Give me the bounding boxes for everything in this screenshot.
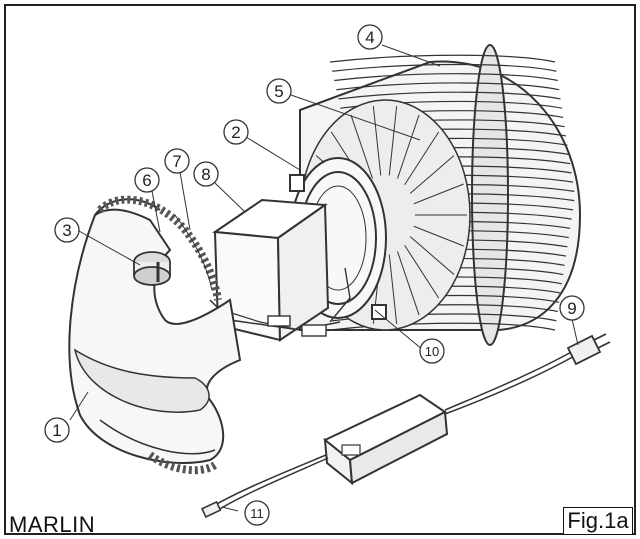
plug: [566, 333, 611, 366]
frame-border: [4, 4, 636, 535]
leader-lines: [69, 44, 579, 512]
callout-7: 7: [164, 148, 190, 174]
callout-2: 2: [223, 119, 249, 145]
heatsink-fin: [413, 183, 464, 205]
svg-text:6: 6: [142, 171, 151, 190]
svg-text:1: 1: [52, 421, 61, 440]
charger-adapter: [323, 393, 449, 486]
svg-text:5: 5: [274, 82, 283, 101]
callout-11: 11: [244, 500, 270, 526]
svg-text:4: 4: [365, 28, 374, 47]
heatsink-fin: [350, 114, 374, 179]
callout-1: 1: [44, 417, 70, 443]
handle-body: [68, 198, 242, 464]
callout-6: 6: [134, 167, 160, 193]
heatsink-fin: [388, 254, 398, 324]
housing-rib: [332, 63, 557, 72]
figure-label: Fig.1a: [563, 507, 633, 535]
housing-rib: [336, 82, 560, 91]
callout-10: 10: [419, 338, 445, 364]
switch-knob: [133, 251, 171, 286]
housing-rib: [334, 73, 558, 82]
charge-connector: [200, 500, 222, 518]
heatsink-fin: [388, 106, 398, 176]
heatsink-fin: [409, 155, 455, 194]
svg-text:11: 11: [250, 506, 264, 521]
callout-5: 5: [266, 78, 292, 104]
heatsink-fin: [404, 131, 440, 186]
heatsink-fin: [404, 244, 440, 299]
brand-label: MARLIN: [9, 512, 96, 537]
housing-rib: [338, 91, 561, 100]
svg-text:10: 10: [425, 344, 439, 359]
svg-text:2: 2: [231, 123, 240, 142]
heatsink-fin: [396, 114, 420, 179]
heatsink-fin: [372, 106, 382, 176]
charger-cables: [214, 349, 579, 511]
heatsink-fin: [396, 251, 420, 316]
grip-spring: [97, 195, 222, 475]
callout-4: 4: [357, 24, 383, 50]
heatsink-fin: [409, 236, 455, 275]
svg-text:9: 9: [567, 299, 576, 318]
svg-text:7: 7: [172, 152, 181, 171]
callout-9: 9: [559, 295, 585, 321]
callout-3: 3: [54, 217, 80, 243]
housing-rib: [329, 54, 556, 63]
svg-text:3: 3: [62, 221, 71, 240]
callout-8: 8: [193, 161, 219, 187]
svg-text:8: 8: [201, 165, 210, 184]
heatsink-fin: [413, 225, 464, 247]
